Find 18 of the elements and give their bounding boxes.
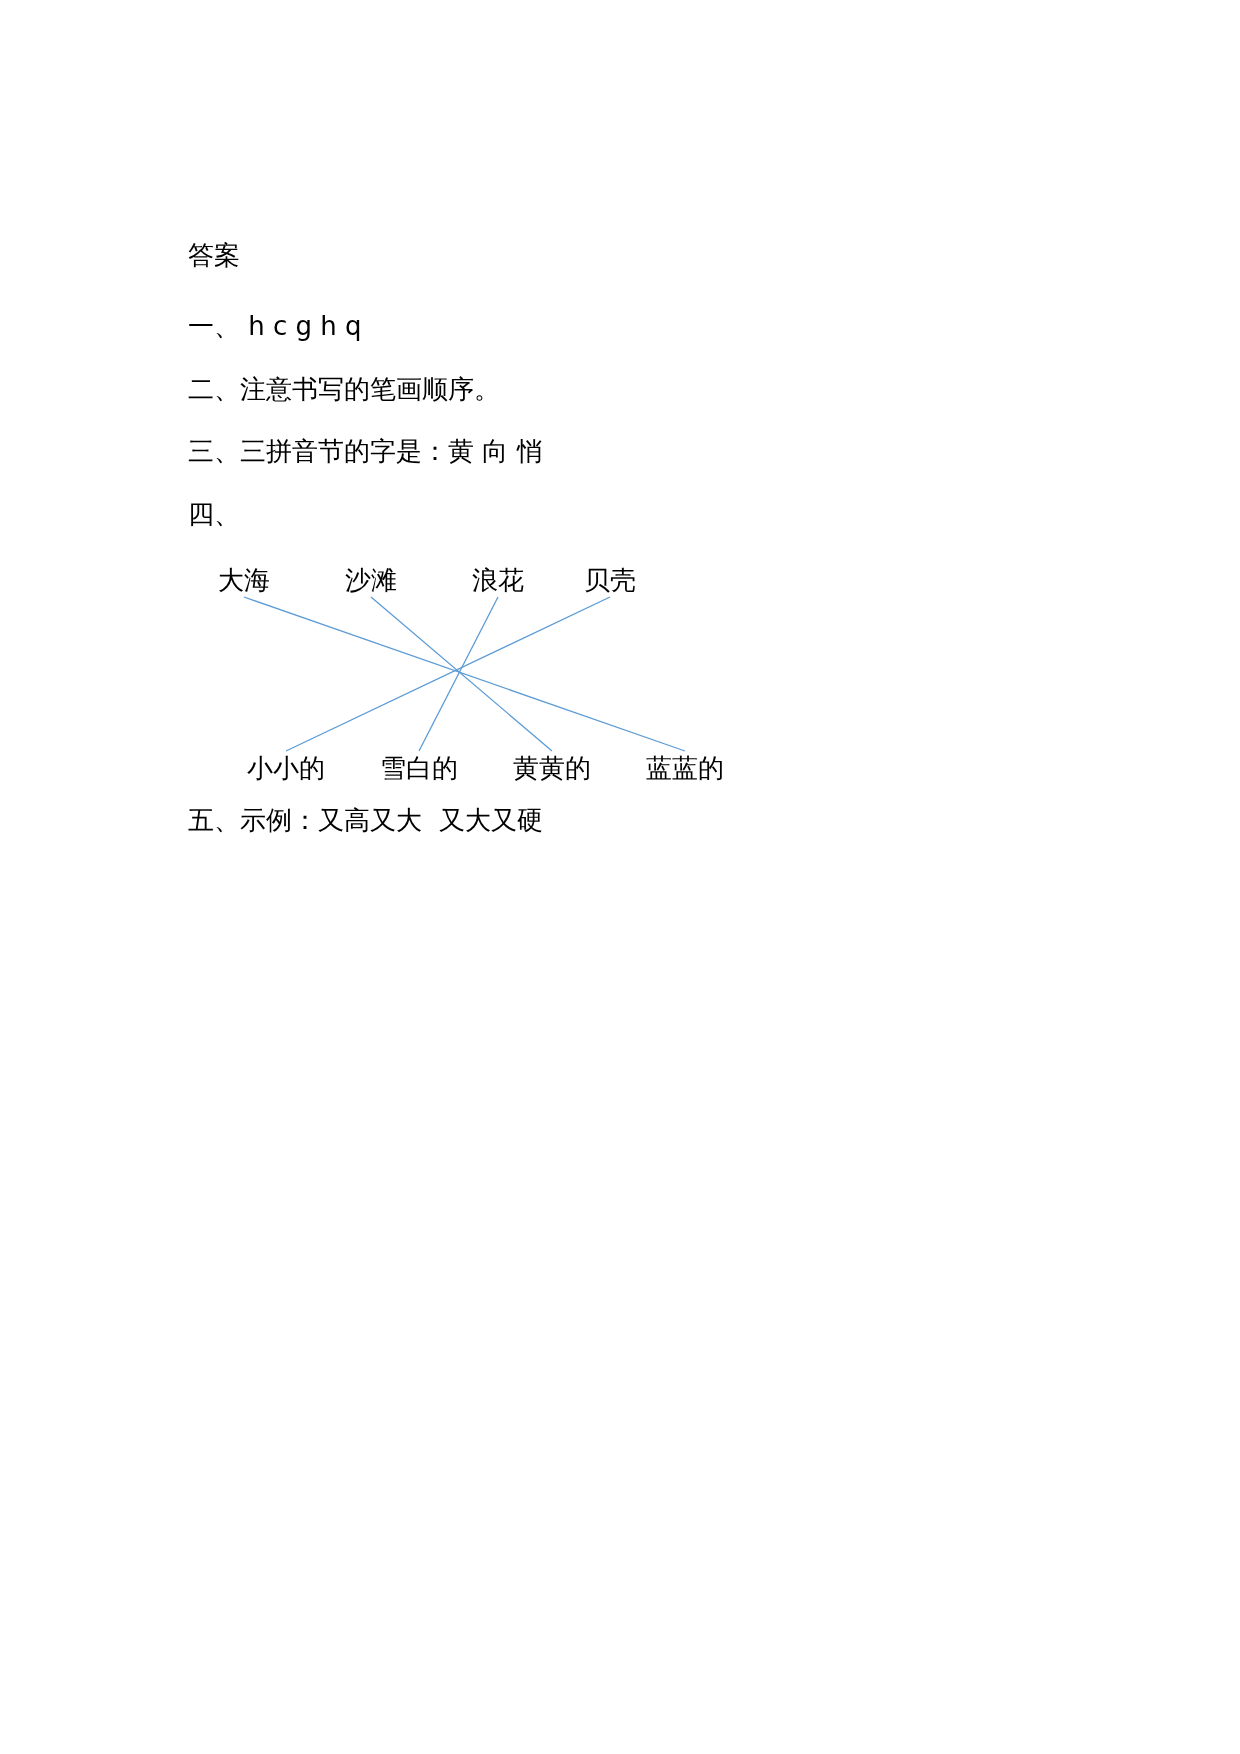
word: 大海 [218, 563, 270, 597]
answer-text: 四、 [188, 501, 240, 527]
word: 小小的 [247, 751, 325, 785]
matching-line [418, 596, 499, 752]
heading: 答案 [188, 242, 240, 268]
matching-line [370, 596, 553, 752]
answer-text: 二、注意书写的笔画顺序。 [188, 376, 500, 402]
word: 黄黄的 [513, 751, 591, 785]
matching-line [243, 596, 686, 752]
matching-line [285, 596, 611, 752]
answer-text: 五、示例：又高又大 又大又硬 [188, 807, 543, 833]
word: 浪花 [472, 563, 524, 597]
word: 蓝蓝的 [646, 751, 724, 785]
word: 贝壳 [584, 563, 636, 597]
word: 雪白的 [380, 751, 458, 785]
answer-text: 一、 h c g h q [188, 313, 362, 339]
answer-text: 三、三拼音节的字是：黄 向 悄 [188, 438, 543, 464]
word: 沙滩 [345, 563, 397, 597]
